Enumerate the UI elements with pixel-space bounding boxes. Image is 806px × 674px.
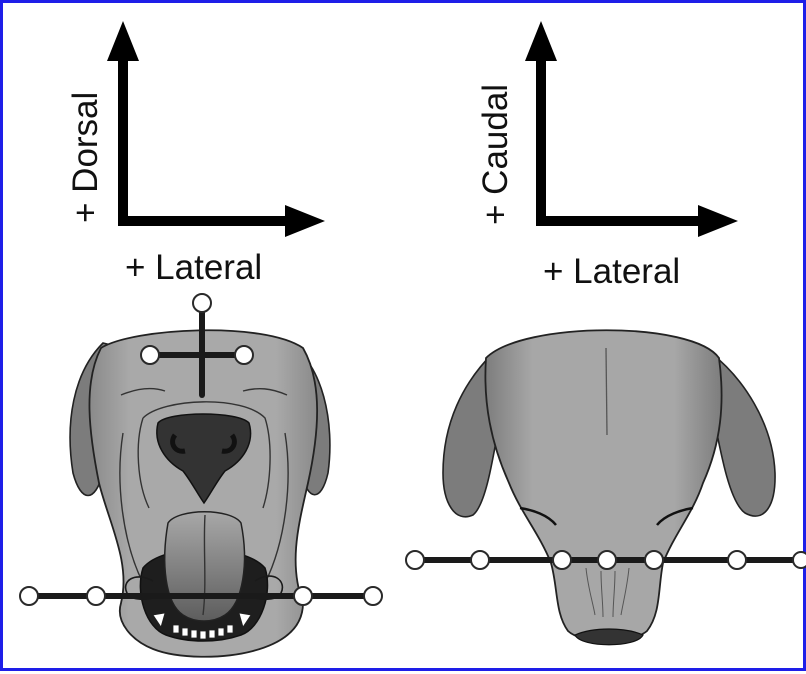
head-top [485, 330, 721, 641]
marker-bar-front-2 [87, 587, 105, 605]
right-lateral-arrowhead-icon [698, 205, 738, 237]
marker-bar-top-4 [598, 551, 616, 569]
right-lateral-axis-label: + Lateral [543, 252, 680, 291]
marker-bar-front-4 [364, 587, 382, 605]
dog-front-view [20, 294, 382, 657]
diagram-svg: + Dorsal + Lateral + Caudal + Lateral [3, 3, 806, 674]
marker-bar-top-5 [645, 551, 663, 569]
marker-head-right [235, 346, 253, 364]
marker-head-left [141, 346, 159, 364]
marker-bar-front-3 [294, 587, 312, 605]
marker-dorsal [193, 294, 211, 312]
dorsal-arrowhead-icon [107, 21, 139, 61]
caudal-axis-label: + Caudal [476, 84, 515, 225]
right-axis-arrows [525, 21, 738, 237]
left-lateral-arrowhead-icon [285, 205, 325, 237]
marker-bar-front-1 [20, 587, 38, 605]
marker-bar-top-7 [793, 552, 806, 568]
top-nose-tip [575, 629, 643, 645]
marker-bar-top-6 [728, 551, 746, 569]
marker-bar-top-3 [553, 551, 571, 569]
dog-top-view [406, 330, 806, 645]
marker-bar-top-2 [471, 551, 489, 569]
caudal-arrowhead-icon [525, 21, 557, 61]
marker-bar-top-1 [406, 551, 424, 569]
left-lateral-axis-label: + Lateral [125, 248, 262, 287]
left-axis-arrows [107, 21, 325, 237]
dorsal-axis-label: + Dorsal [66, 92, 105, 223]
